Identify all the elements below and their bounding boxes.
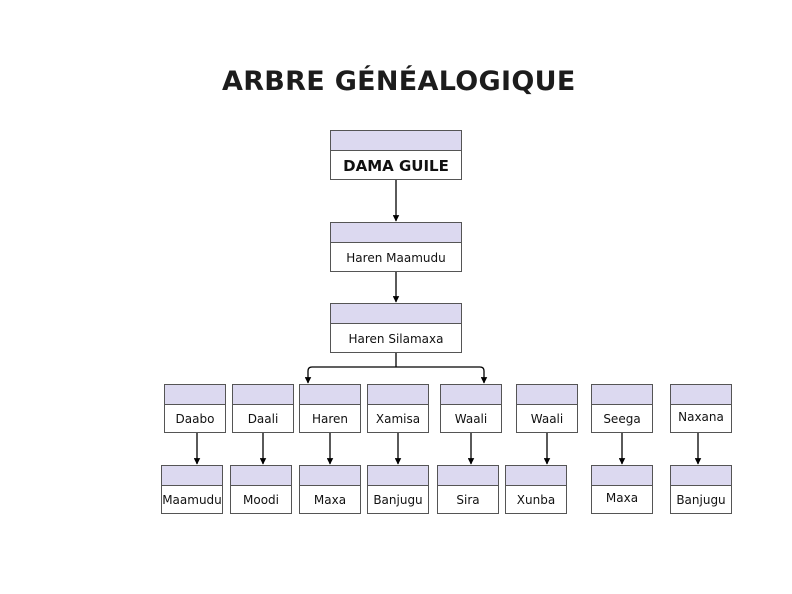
node-dama-guile: DAMA GUILE [330, 130, 462, 180]
node-label: Haren Maamudu [346, 250, 446, 265]
node-label: Xamisa [375, 412, 421, 426]
node-waali: Waali [516, 384, 578, 433]
node-daali: Daali [232, 384, 294, 433]
node-haren-maamudu: Haren Maamudu [330, 222, 462, 272]
node-label: Haren [311, 412, 349, 426]
node-label: DAMA GUILE [343, 156, 449, 175]
node-haren: Haren [299, 384, 361, 433]
node-daabo: Daabo [164, 384, 226, 433]
node-label: Naxana [678, 410, 724, 424]
node-xamisa: Xamisa [367, 384, 429, 433]
node-label: Banjugu [373, 493, 423, 507]
node-label: Haren Silamaxa [348, 331, 444, 346]
node-label: Waali [530, 412, 564, 426]
node-label: Seega [603, 412, 641, 426]
node-label: Banjugu [676, 493, 726, 507]
node-xunba: Xunba [505, 465, 567, 514]
node-waali: Waali [440, 384, 502, 433]
node-label: Xunba [516, 493, 556, 507]
node-label: Moodi [243, 493, 279, 507]
node-label: Daali [247, 412, 279, 426]
node-naxana: Naxana [670, 384, 732, 433]
node-banjugu: Banjugu [367, 465, 429, 514]
node-label: Maxa [605, 491, 639, 505]
node-sira: Sira [437, 465, 499, 514]
node-label: Waali [454, 412, 488, 426]
node-label: Maamudu [162, 493, 222, 507]
node-moodi: Moodi [230, 465, 292, 514]
node-seega: Seega [591, 384, 653, 433]
diagram-title: ARBRE GÉNÉALOGIQUE [222, 66, 576, 97]
node-maamudu: Maamudu [161, 465, 223, 514]
node-maxa: Maxa [591, 465, 653, 514]
node-label: Daabo [175, 412, 215, 426]
node-maxa: Maxa [299, 465, 361, 514]
connector-silamaxa-branch [307, 353, 485, 382]
node-label: Maxa [313, 493, 347, 507]
node-banjugu: Banjugu [670, 465, 732, 514]
node-label: Sira [456, 493, 480, 507]
node-haren-silamaxa: Haren Silamaxa [330, 303, 462, 353]
